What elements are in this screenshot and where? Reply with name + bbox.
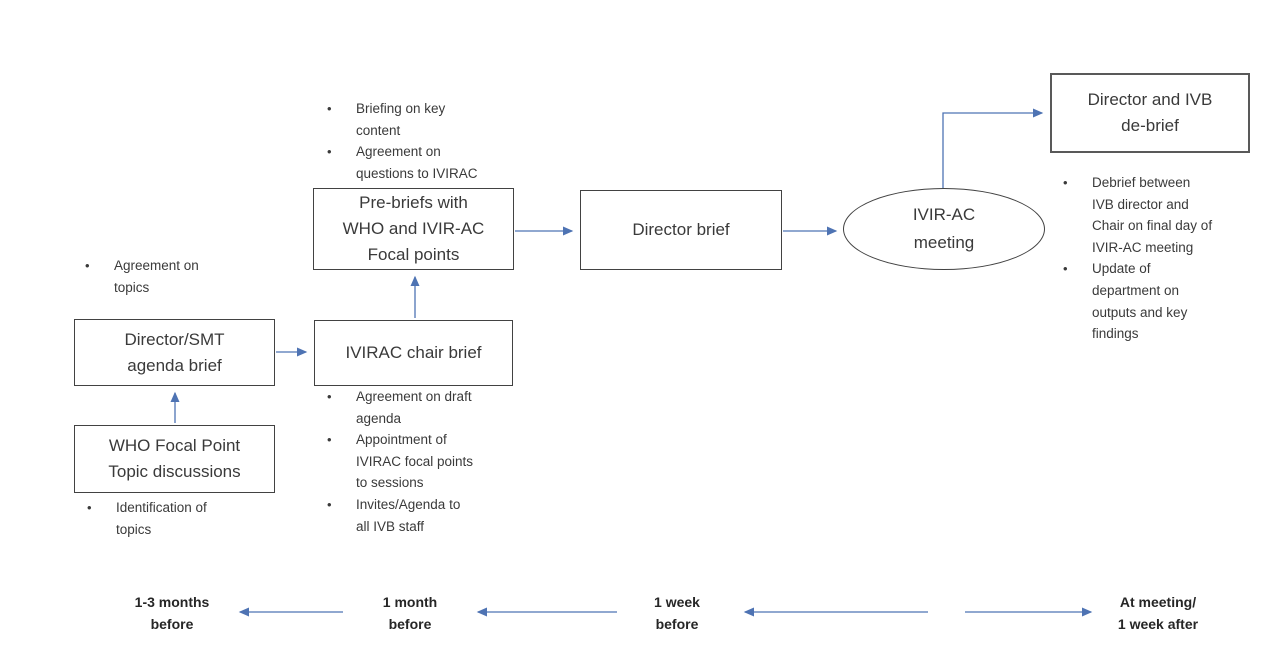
timeline-label-1-3-months-before: 1-3 months before (134, 594, 210, 632)
bullets-director-smt: • Agreement on topics (80, 255, 240, 298)
bullet-text: Agreement on topics (114, 258, 199, 295)
bullet-item: • Agreement on questions to IVIRAC (322, 141, 497, 184)
bullets-debrief: • Debrief between IVB director and Chair … (1058, 172, 1248, 345)
bullet-text: Briefing on key content (356, 101, 446, 138)
bullet-marker-icon: • (1063, 175, 1068, 190)
node-ivirac-chair-brief: IVIRAC chair brief (314, 320, 513, 386)
bullets-ivirac-chair: • Agreement on draft agenda • Appointment o… (322, 386, 507, 537)
bullet-item: • Agreement on draft agenda (322, 386, 507, 429)
bullet-text: Invites/Agenda to all IVB staff (356, 496, 461, 534)
node-pre-briefs-focal-points: Pre-briefs with WHO and IVIR-AC Focal po… (313, 188, 514, 270)
bullet-item: • Identification of topics (82, 497, 252, 540)
arrow-meeting-to-debrief (942, 108, 1044, 188)
bullet-item: • Update of department on outputs and key… (1058, 258, 1248, 344)
bullet-item: • Briefing on key content (322, 98, 497, 141)
node-director-smt-agenda-brief: Director/SMT agenda brief (74, 319, 275, 386)
node-director-brief: Director brief (580, 190, 782, 270)
bullet-item: • Agreement on topics (80, 255, 240, 298)
bullet-marker-icon: • (327, 144, 332, 160)
bullet-item: • Invites/Agenda to all IVB staff (322, 494, 507, 537)
bullet-item: • Appointment of IVIRAC focal points to s… (322, 429, 507, 494)
timeline-label-1-month-before: 1 month before (382, 594, 438, 632)
node-ivir-ac-meeting: IVIR-AC meeting (843, 188, 1045, 270)
bullet-marker-icon: • (327, 389, 332, 404)
bullet-text: Update of department on outputs and key … (1092, 261, 1188, 342)
bullet-text: Agreement on questions to IVIRAC (356, 144, 478, 181)
bullet-marker-icon: • (85, 258, 90, 273)
bullets-who-focal: • Identification of topics (82, 497, 252, 540)
bullet-text: Appointment of IVIRAC focal points to se… (356, 432, 474, 491)
bullet-marker-icon: • (327, 432, 332, 448)
bullet-text: Agreement on draft agenda (356, 389, 472, 426)
bullet-marker-icon: • (327, 101, 332, 116)
bullet-item: • Debrief between IVB director and Chair … (1058, 172, 1248, 258)
node-who-focal-point-topic-discussions: WHO Focal Point Topic discussions (74, 425, 275, 493)
bullet-text: Debrief between IVB director and Chair o… (1092, 175, 1213, 255)
node-director-and-ivb-de-brief: Director and IVB de-brief (1050, 73, 1250, 153)
bullet-marker-icon: • (1063, 261, 1068, 277)
bullet-marker-icon: • (87, 500, 92, 515)
bullet-text: Identification of topics (116, 500, 207, 537)
bullets-pre-briefs: • Briefing on key content • Agreement on qu… (322, 98, 497, 184)
timeline-label-1-week-before: 1 week before (654, 594, 700, 632)
bullet-marker-icon: • (327, 496, 332, 512)
timeline-label-at-meeting-1-week-after: At meeting/ 1 week after (1117, 594, 1199, 632)
